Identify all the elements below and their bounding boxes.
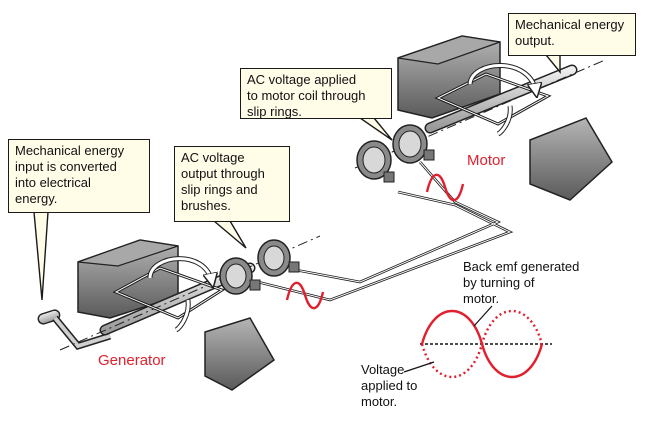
voltage-leader [403, 361, 435, 373]
generator [37, 235, 321, 391]
generator-ac-wave [285, 281, 325, 310]
motor-label: Motor [467, 152, 506, 169]
generator-slip-rings [219, 239, 300, 295]
voltage-applied-label: Voltage applied to motor. [361, 362, 418, 409]
back-emf-wave [420, 309, 544, 379]
back-emf-leader [473, 305, 493, 327]
motor-slip-rings [356, 124, 435, 183]
callout-mechanical-output: Mechanical energy output. [508, 13, 636, 56]
motor-ac-wave [425, 173, 465, 202]
back-emf-graph [420, 309, 552, 379]
callout-tails [33, 54, 561, 301]
back-emf-label: Back emf generated by turning of motor. [463, 259, 580, 306]
motor [354, 35, 613, 201]
generator-label: Generator [98, 352, 166, 369]
motor-magnet-right [529, 117, 613, 201]
callout-ac-applied: AC voltage applied to motor coil through… [240, 68, 392, 119]
crank-handle [37, 309, 112, 351]
callout-mechanical-input: Mechanical energy input is converted int… [8, 139, 150, 213]
callout-ac-output: AC voltage output through slip rings and… [174, 146, 290, 222]
generator-magnet-right [204, 317, 275, 391]
